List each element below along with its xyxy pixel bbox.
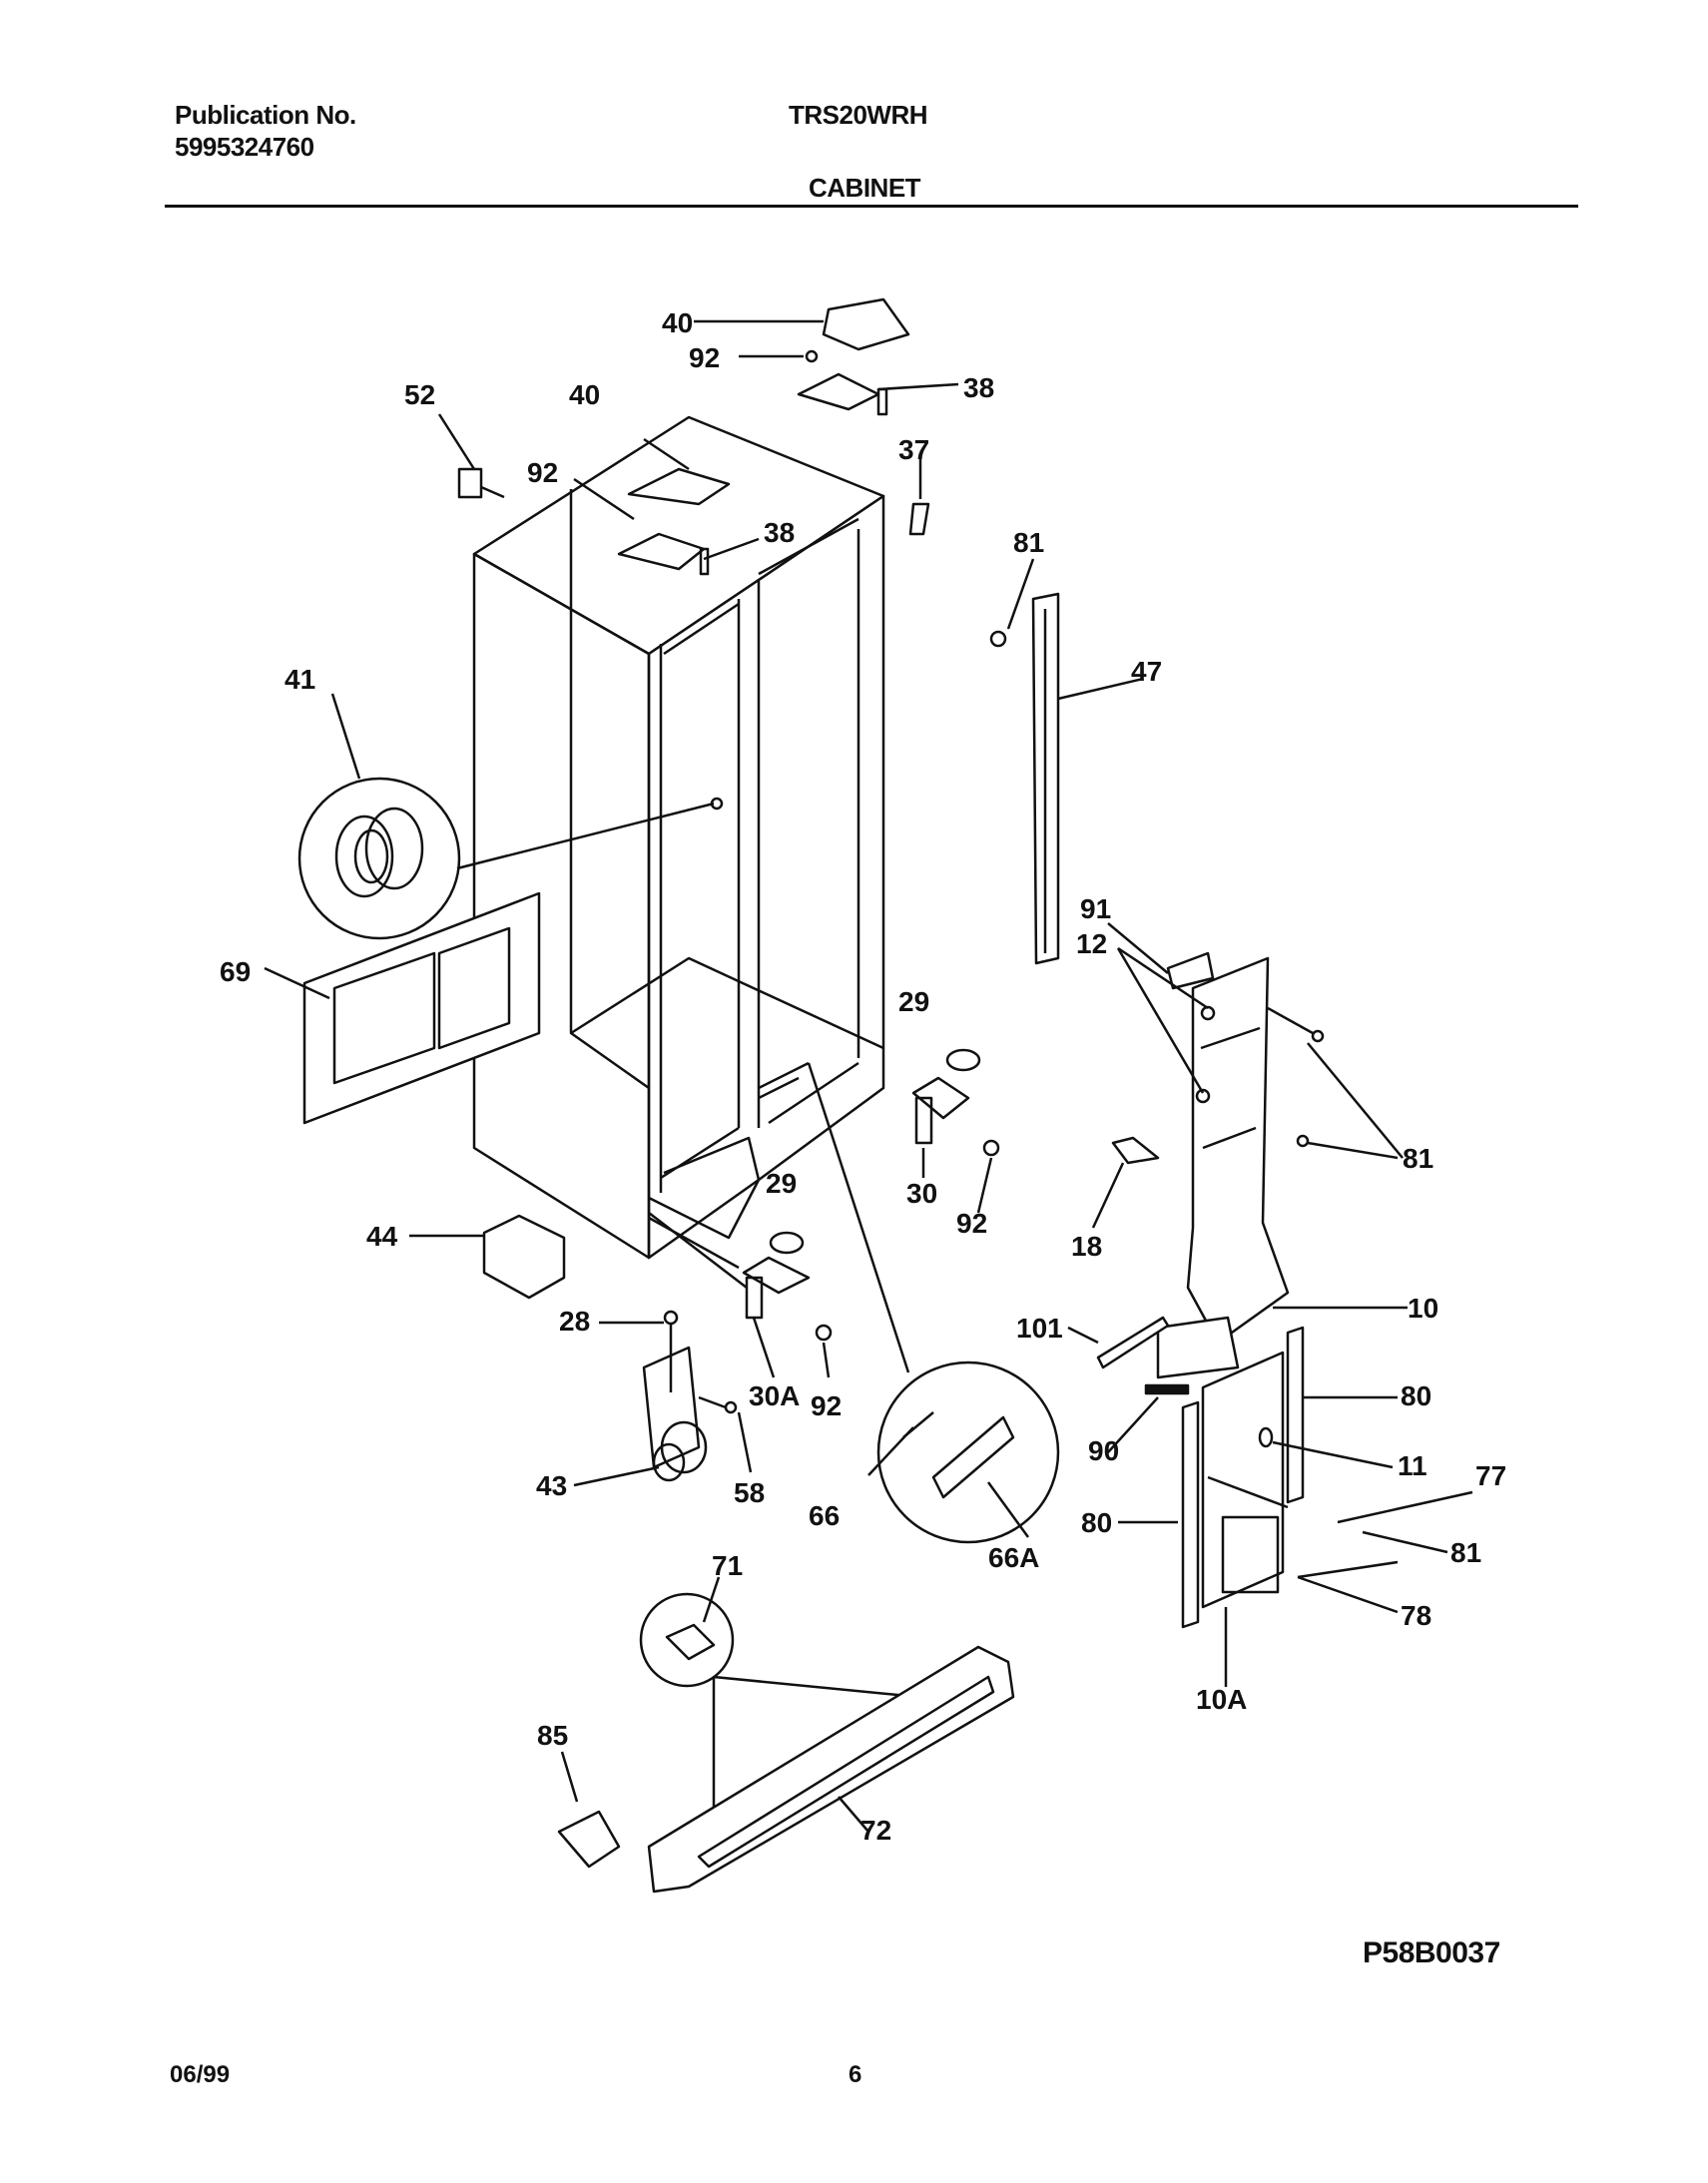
callout-38: 38 bbox=[963, 372, 994, 403]
callout-69: 69 bbox=[220, 956, 251, 987]
callout-41: 41 bbox=[285, 664, 315, 695]
callout-29: 29 bbox=[898, 986, 929, 1017]
part-37-clip bbox=[908, 459, 930, 536]
part-69-panel bbox=[264, 891, 541, 1125]
callout-81: 81 bbox=[1450, 1537, 1481, 1568]
part-41-detail bbox=[297, 693, 724, 940]
callout-92: 92 bbox=[689, 342, 720, 373]
parts-101-90 bbox=[1067, 1316, 1190, 1453]
part-43-roller bbox=[573, 1310, 753, 1487]
callout-30A: 30A bbox=[749, 1380, 800, 1411]
callout-72: 72 bbox=[860, 1815, 891, 1846]
cabinet-shell bbox=[472, 415, 885, 1270]
callout-30: 30 bbox=[906, 1178, 937, 1209]
callout-66A: 66A bbox=[988, 1542, 1039, 1573]
part-10A-panel bbox=[1118, 1326, 1473, 1687]
callout-12: 12 bbox=[1076, 928, 1107, 959]
callout-92: 92 bbox=[811, 1390, 842, 1421]
callout-40: 40 bbox=[569, 379, 600, 410]
callout-66: 66 bbox=[809, 1500, 840, 1531]
part-85-switch bbox=[557, 1751, 621, 1869]
callout-11: 11 bbox=[1398, 1450, 1427, 1481]
callout-43: 43 bbox=[536, 1470, 567, 1501]
publication-label: Publication No. bbox=[175, 100, 356, 130]
model-number: TRS20WRH bbox=[789, 100, 928, 130]
callout-58: 58 bbox=[734, 1477, 765, 1508]
callout-92: 92 bbox=[956, 1208, 987, 1239]
section-title: CABINET bbox=[809, 173, 921, 203]
part-52-bracket bbox=[437, 413, 505, 499]
publication-number: 5995324760 bbox=[175, 132, 314, 162]
page-number: 6 bbox=[849, 2061, 862, 2088]
callout-47: 47 bbox=[1131, 656, 1162, 687]
cabinet-top-hinge bbox=[573, 437, 760, 576]
callout-80: 80 bbox=[1081, 1507, 1112, 1538]
upper-hinge-assembly bbox=[694, 297, 959, 416]
callout-81: 81 bbox=[1403, 1143, 1433, 1174]
callout-labels: 40 92 38 52 40 92 38 37 81 47 41 69 91 1… bbox=[220, 307, 1506, 1846]
callout-10A: 10A bbox=[1196, 1684, 1247, 1715]
callout-18: 18 bbox=[1071, 1231, 1102, 1262]
callout-78: 78 bbox=[1401, 1600, 1431, 1631]
callout-44: 44 bbox=[366, 1221, 398, 1252]
detail-66-66A bbox=[758, 1061, 1060, 1544]
callout-37: 37 bbox=[898, 434, 929, 465]
footer-date: 06/99 bbox=[170, 2061, 231, 2088]
header-rule bbox=[165, 205, 1578, 208]
diagram-code: P58B0037 bbox=[1363, 1936, 1500, 1969]
part-72-grille bbox=[639, 1576, 1015, 1894]
callout-10: 10 bbox=[1408, 1293, 1438, 1324]
callout-80: 80 bbox=[1401, 1380, 1431, 1411]
callout-90: 90 bbox=[1088, 1435, 1119, 1466]
callout-28: 28 bbox=[559, 1306, 590, 1337]
lower-hinges bbox=[648, 1048, 1000, 1378]
callout-71: 71 bbox=[712, 1550, 743, 1581]
callout-38: 38 bbox=[764, 517, 795, 548]
callout-101: 101 bbox=[1016, 1313, 1063, 1344]
part-47-strip bbox=[989, 558, 1144, 965]
callout-85: 85 bbox=[537, 1720, 568, 1751]
callout-40: 40 bbox=[662, 307, 693, 338]
part-10-control-bracket bbox=[1091, 922, 1408, 1379]
callout-81: 81 bbox=[1013, 527, 1044, 558]
part-44-box bbox=[409, 1214, 566, 1300]
callout-91: 91 bbox=[1080, 893, 1111, 924]
callout-92: 92 bbox=[527, 457, 558, 488]
callout-29: 29 bbox=[766, 1168, 797, 1199]
callout-52: 52 bbox=[404, 379, 435, 410]
callout-77: 77 bbox=[1475, 1460, 1506, 1491]
